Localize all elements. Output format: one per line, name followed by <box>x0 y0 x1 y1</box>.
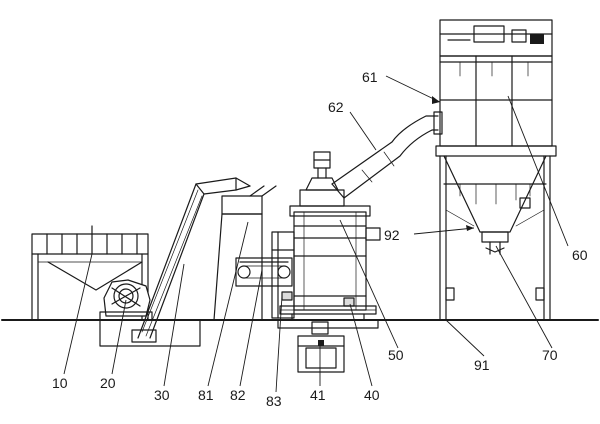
leader-lines <box>63 75 569 393</box>
callout-81: 81 <box>198 387 214 403</box>
foundation-40 <box>277 319 379 335</box>
callout-70: 70 <box>542 347 558 363</box>
callout-30: 30 <box>154 387 170 403</box>
bucket-elevator-30 <box>131 177 251 343</box>
jaw-crusher-20 <box>99 279 153 321</box>
main-motor-41 <box>297 335 345 373</box>
callout-50: 50 <box>388 347 404 363</box>
dust-collector-60 <box>435 19 557 255</box>
conveyor-82 <box>235 257 293 287</box>
callout-92: 92 <box>384 227 400 243</box>
callout-40: 40 <box>364 387 380 403</box>
classifier-motor <box>299 151 345 207</box>
feeder-83 <box>271 231 295 319</box>
mill-body-50 <box>279 205 381 321</box>
callout-10: 10 <box>52 375 68 391</box>
callout-61: 61 <box>362 69 378 85</box>
outlet-duct-62 <box>331 111 443 199</box>
callout-82: 82 <box>230 387 246 403</box>
callout-41: 41 <box>310 387 326 403</box>
elevator-pit <box>99 319 201 347</box>
callout-62: 62 <box>328 99 344 115</box>
callout-83: 83 <box>266 393 282 409</box>
collector-legs-91 <box>439 155 551 321</box>
callout-60: 60 <box>572 247 588 263</box>
support-frame-81 <box>213 185 277 321</box>
callout-labels: 10 20 30 81 82 83 41 40 50 91 70 60 61 6… <box>52 69 588 409</box>
callout-91: 91 <box>474 357 490 373</box>
callout-20: 20 <box>100 375 116 391</box>
